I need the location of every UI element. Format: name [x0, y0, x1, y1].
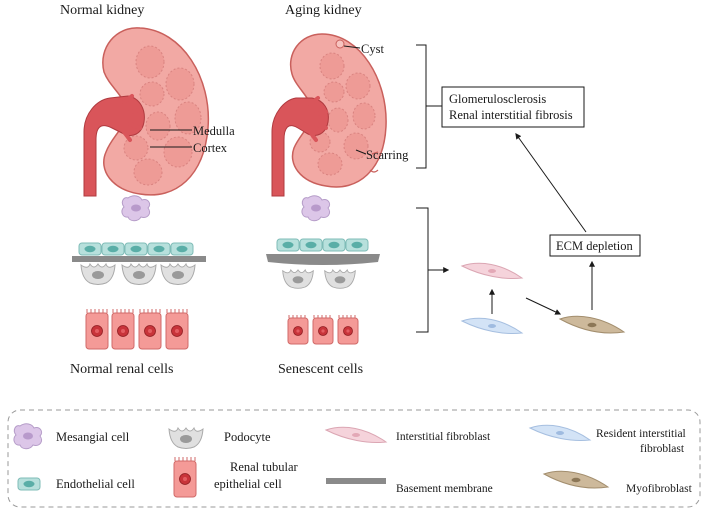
- basement-membrane-normal: [72, 256, 206, 262]
- arrow-to-outcome: [515, 133, 587, 233]
- legend-basement-membrane-label: Basement membrane: [396, 483, 493, 495]
- legend-resident-label-line1: Resident interstitial: [596, 428, 686, 440]
- interstitial-fibrosis-text: Renal interstitial fibrosis: [449, 108, 573, 122]
- legend-myofibroblast-label: Myofibroblast: [626, 483, 693, 495]
- legend-myofibroblast-icon: [543, 470, 609, 489]
- legend-podocyte-icon: [168, 427, 204, 449]
- senescent-cells-column: [266, 195, 380, 345]
- aging-kidney-illustration: [271, 33, 387, 197]
- scarring-pointer: [355, 149, 367, 155]
- cells-bracket: [416, 207, 429, 333]
- legend-basement-membrane-icon: [326, 478, 386, 484]
- legend-resident-label-line2: fibroblast: [640, 443, 685, 455]
- legend-tubular-label-line2: epithelial cell: [214, 477, 282, 491]
- myofibroblast-cell: [559, 315, 625, 334]
- normal-kidney-illustration: [83, 27, 210, 197]
- ecm-depletion-text: ECM depletion: [556, 239, 633, 253]
- legend-podocyte-label: Podocyte: [224, 430, 271, 444]
- kidney-bracket: [416, 44, 427, 169]
- mesangial-cell-normal: [121, 195, 151, 222]
- cyst-pointer: [343, 45, 361, 49]
- legend-tubular-label-line1: Renal tubular: [230, 460, 299, 474]
- aging-kidney-title: Aging kidney: [285, 3, 362, 18]
- legend-box: [7, 409, 701, 508]
- legend-mesangial-icon: [13, 423, 43, 450]
- legend-endothelial-label: Endothelial cell: [56, 477, 135, 491]
- ecm-box: [549, 234, 641, 257]
- glomerulosclerosis-text: Glomerulosclerosis: [449, 92, 546, 106]
- normal-cells-caption: Normal renal cells: [70, 362, 173, 377]
- legend-resident-fibroblast-icon: [529, 424, 591, 441]
- legend-mesangial-label: Mesangial cell: [56, 430, 130, 444]
- cyst-label: Cyst: [361, 42, 384, 56]
- arrow-to-myofibroblast: [525, 297, 562, 315]
- resident-fibroblast-cell: [461, 317, 523, 334]
- legend-interstitial-fibroblast-label: Interstitial fibroblast: [396, 431, 491, 443]
- basement-membrane-thickened: [266, 254, 380, 265]
- interstitial-fibroblast-cell: [461, 262, 523, 279]
- legend-interstitial-fibroblast-icon: [325, 426, 387, 443]
- cortex-label: Cortex: [193, 141, 228, 155]
- mesangial-cell-senescent: [301, 195, 331, 222]
- senescent-cells-caption: Senescent cells: [278, 362, 363, 377]
- legend-tubular-icon: [173, 456, 197, 498]
- legend-endothelial-icon: [17, 477, 41, 491]
- normal-kidney-title: Normal kidney: [60, 3, 144, 18]
- scarring-label: Scarring: [366, 148, 409, 162]
- medulla-label: Medulla: [193, 124, 235, 138]
- normal-cells-column: [72, 195, 206, 350]
- outcome-box: [441, 86, 585, 128]
